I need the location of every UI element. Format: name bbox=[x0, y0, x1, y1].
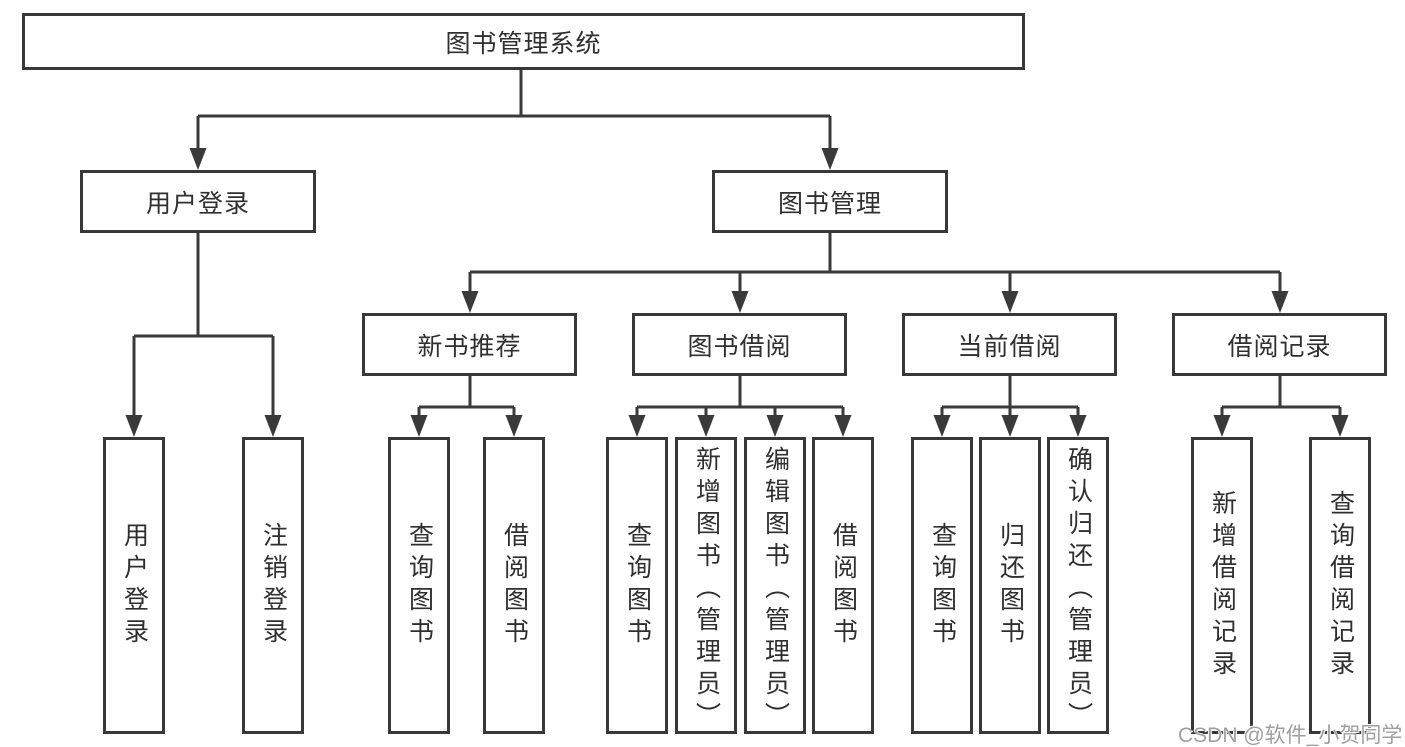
leaf-query-books-borrow: 查询图书 bbox=[606, 437, 668, 734]
connector-current-borrow-children bbox=[933, 376, 1087, 437]
node-book-management: 图书管理 bbox=[712, 170, 948, 233]
connector-user-login-children bbox=[125, 233, 282, 437]
node-user-login: 用户登录 bbox=[80, 170, 316, 233]
leaf-logout: 注销登录 bbox=[242, 437, 304, 734]
connector-book-borrow-children bbox=[628, 376, 852, 437]
leaf-edit-book-admin: 编辑图书（管理员） bbox=[744, 437, 806, 734]
watermark: CSDN @软件_小贺同学 bbox=[1178, 724, 1403, 747]
connector-new-book-children bbox=[410, 376, 523, 437]
leaf-query-books-recommend: 查询图书 bbox=[388, 437, 450, 734]
node-borrowing-records: 借阅记录 bbox=[1172, 313, 1387, 376]
leaf-query-borrow-record: 查询借阅记录 bbox=[1309, 437, 1371, 734]
leaf-borrow-books: 借阅图书 bbox=[812, 437, 874, 734]
node-root: 图书管理系统 bbox=[22, 13, 1025, 70]
leaf-borrow-books-recommend: 借阅图书 bbox=[483, 437, 545, 734]
leaf-return-book: 归还图书 bbox=[979, 437, 1041, 734]
leaf-query-books-current: 查询图书 bbox=[911, 437, 973, 734]
node-current-borrowing: 当前借阅 bbox=[902, 313, 1117, 376]
leaf-user-login: 用户登录 bbox=[103, 437, 165, 734]
node-new-book-recommendation: 新书推荐 bbox=[362, 313, 577, 376]
node-book-borrowing: 图书借阅 bbox=[632, 313, 847, 376]
connector-root-to-level2 bbox=[189, 70, 839, 170]
connector-book-management-children bbox=[461, 233, 1289, 313]
connector-borrow-records-children bbox=[1213, 376, 1349, 437]
leaf-add-borrow-record: 新增借阅记录 bbox=[1191, 437, 1253, 734]
leaf-add-book-admin: 新增图书（管理员） bbox=[675, 437, 737, 734]
leaf-confirm-return-admin: 确认归还（管理员） bbox=[1047, 437, 1109, 734]
